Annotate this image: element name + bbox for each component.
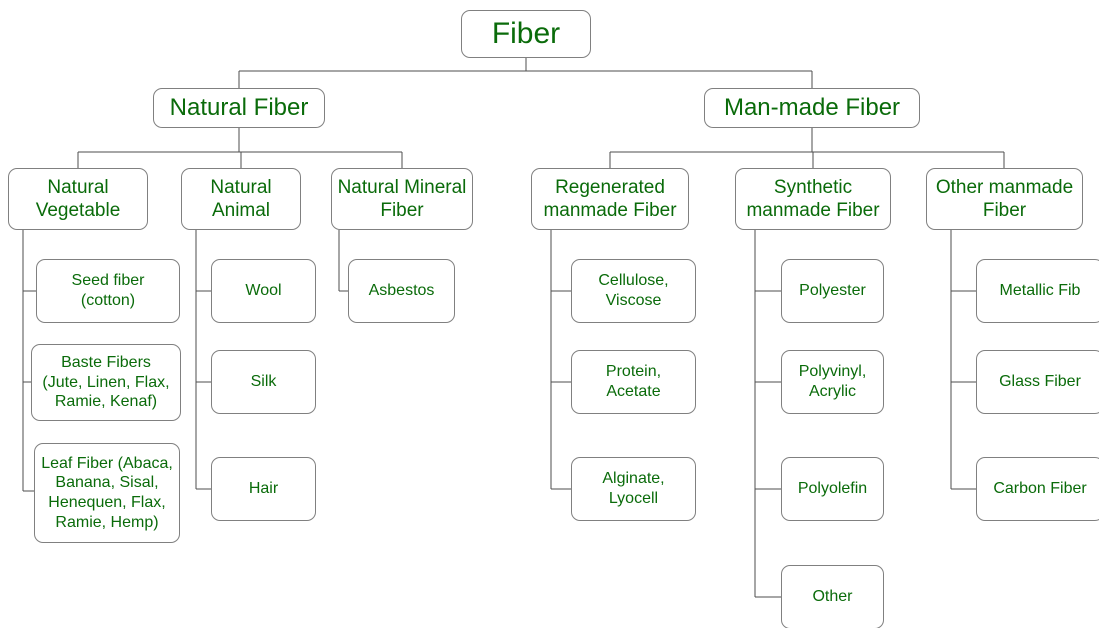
node-polyolefin[interactable]: Polyolefin — [781, 457, 884, 521]
node-fiber[interactable]: Fiber — [461, 10, 591, 58]
node-polyester[interactable]: Polyester — [781, 259, 884, 323]
node-natural-fiber[interactable]: Natural Fiber — [153, 88, 325, 128]
node-natural-mineral-fiber[interactable]: Natural Mineral Fiber — [331, 168, 473, 230]
node-synthetic-manmade-fiber[interactable]: Synthetic manmade Fiber — [735, 168, 891, 230]
node-natural-animal[interactable]: Natural Animal — [181, 168, 301, 230]
node-natural-vegetable[interactable]: Natural Vegetable — [8, 168, 148, 230]
node-man-made-fiber[interactable]: Man-made Fiber — [704, 88, 920, 128]
node-wool[interactable]: Wool — [211, 259, 316, 323]
node-silk[interactable]: Silk — [211, 350, 316, 414]
node-asbestos[interactable]: Asbestos — [348, 259, 455, 323]
node-other-manmade-fiber[interactable]: Other manmade Fiber — [926, 168, 1083, 230]
node-other[interactable]: Other — [781, 565, 884, 628]
node-baste-fibers[interactable]: Baste Fibers (Jute, Linen, Flax, Ramie, … — [31, 344, 181, 421]
node-glass-fiber[interactable]: Glass Fiber — [976, 350, 1099, 414]
node-alginate-lyocell[interactable]: Alginate, Lyocell — [571, 457, 696, 521]
node-cellulose-viscose[interactable]: Cellulose, Viscose — [571, 259, 696, 323]
node-leaf-fiber[interactable]: Leaf Fiber (Abaca, Banana, Sisal, Henequ… — [34, 443, 180, 543]
node-polyvinyl-acrylic[interactable]: Polyvinyl, Acrylic — [781, 350, 884, 414]
node-seed-fiber[interactable]: Seed fiber (cotton) — [36, 259, 180, 323]
node-regenerated-manmade-fiber[interactable]: Regenerated manmade Fiber — [531, 168, 689, 230]
node-protein-acetate[interactable]: Protein, Acetate — [571, 350, 696, 414]
node-carbon-fiber[interactable]: Carbon Fiber — [976, 457, 1099, 521]
node-hair[interactable]: Hair — [211, 457, 316, 521]
node-metallic-fib[interactable]: Metallic Fib — [976, 259, 1099, 323]
